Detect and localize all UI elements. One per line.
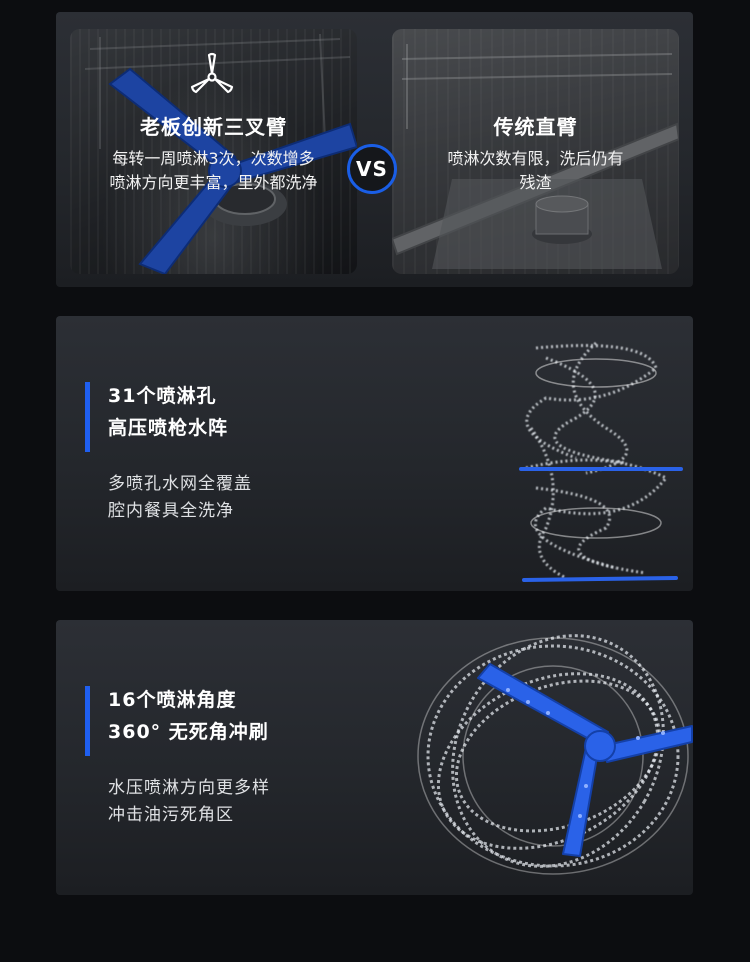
spray-angles-subtext-line2: 冲击油污死角区 bbox=[108, 805, 234, 825]
left-compare-title: 老板创新三叉臂 bbox=[140, 115, 287, 139]
right-compare-desc: 喷淋次数有限，洗后仍有 残渣 bbox=[392, 147, 679, 195]
left-compare-desc: 每转一周喷淋3次，次数增多 喷淋方向更丰富，里外都洗净 bbox=[70, 147, 357, 195]
spray-angles-subtext: 水压喷淋方向更多样 冲击油污死角区 bbox=[108, 775, 270, 829]
spray-angles-heading: 16个喷淋角度 360° 无死角冲刷 bbox=[108, 684, 269, 748]
accent-bar bbox=[85, 686, 90, 756]
spray-holes-heading: 31个喷淋孔 高压喷枪水阵 bbox=[108, 380, 228, 444]
fan-icon bbox=[190, 52, 234, 94]
water-spiral-illustration bbox=[519, 341, 683, 582]
spray-holes-subtext-line2: 腔内餐具全洗净 bbox=[108, 501, 234, 521]
straight-arm-illustration bbox=[392, 44, 679, 269]
right-compare-title: 传统直臂 bbox=[493, 115, 578, 139]
water-splash-arm-illustration bbox=[417, 634, 693, 875]
comparison-card: 老板创新三叉臂 每转一周喷淋3次，次数增多 喷淋方向更丰富，里外都洗净 传统直臂… bbox=[56, 12, 693, 287]
spray-angles-heading-line1: 16个喷淋角度 bbox=[108, 689, 237, 711]
spray-angles-card: 16个喷淋角度 360° 无死角冲刷 水压喷淋方向更多样 冲击油污死角区 bbox=[56, 620, 693, 895]
accent-bar bbox=[85, 382, 90, 452]
spray-holes-subtext-line1: 多喷孔水网全覆盖 bbox=[108, 474, 252, 494]
spray-holes-subtext: 多喷孔水网全覆盖 腔内餐具全洗净 bbox=[108, 471, 252, 525]
right-compare-desc-line1: 喷淋次数有限，洗后仍有 bbox=[447, 149, 624, 168]
left-compare-desc-line2: 喷淋方向更丰富，里外都洗净 bbox=[109, 173, 318, 192]
straight-arm-photo: 传统直臂 喷淋次数有限，洗后仍有 残渣 bbox=[392, 29, 679, 274]
left-compare-desc-line1: 每转一周喷淋3次，次数增多 bbox=[112, 149, 315, 168]
spray-angles-subtext-line1: 水压喷淋方向更多样 bbox=[108, 778, 270, 798]
right-compare-desc-line2: 残渣 bbox=[519, 173, 552, 192]
three-prong-arm-illustration bbox=[84, 33, 357, 274]
spray-holes-heading-line1: 31个喷淋孔 bbox=[108, 385, 217, 407]
spray-holes-card: 31个喷淋孔 高压喷枪水阵 多喷孔水网全覆盖 腔内餐具全洗净 bbox=[56, 316, 693, 591]
three-prong-arm-photo: 老板创新三叉臂 每转一周喷淋3次，次数增多 喷淋方向更丰富，里外都洗净 bbox=[70, 29, 357, 274]
spray-holes-heading-line2: 高压喷枪水阵 bbox=[108, 417, 229, 439]
spray-angles-heading-line2: 360° 无死角冲刷 bbox=[108, 721, 269, 743]
vs-badge: VS bbox=[347, 144, 397, 194]
